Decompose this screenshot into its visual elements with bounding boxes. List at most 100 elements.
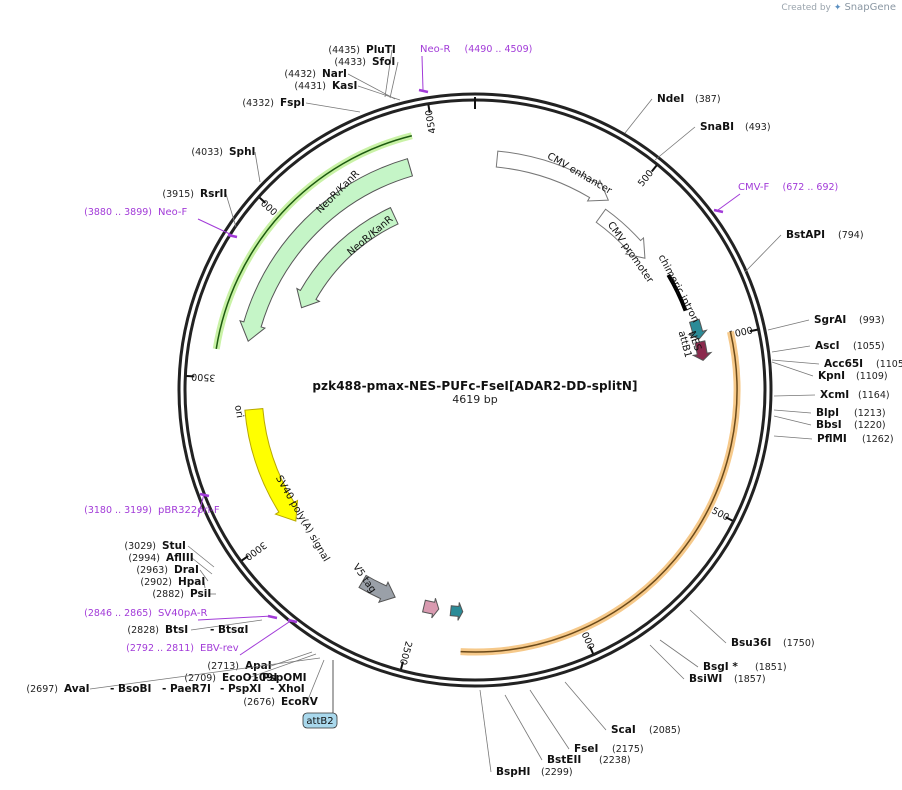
enzyme-position: (1164) (858, 390, 890, 401)
enzyme-name: BstEII (547, 754, 581, 766)
tick-mark (725, 516, 734, 522)
enzyme-name: BsgI * (703, 661, 738, 673)
attb2-label: attB2 (306, 716, 333, 727)
enzyme-leader (771, 361, 814, 377)
tick-label: 2500 (397, 640, 414, 666)
feature-label: ori (232, 404, 245, 419)
backbone-outer (177, 92, 773, 688)
primer-range: (3880 .. 3899) (84, 207, 152, 218)
enzyme-site: - BtsαI (210, 624, 248, 636)
enzyme-name: SgrAI (814, 314, 846, 326)
enzyme-position: (2299) (541, 767, 573, 778)
enzyme-name: Acc65I (824, 358, 863, 370)
enzyme-position: (2828) (127, 625, 159, 636)
primer-name: Neo-R (420, 44, 451, 55)
enzyme-site: BsgI * (1851) (659, 639, 787, 673)
enzyme-name: - BsoBI (110, 683, 151, 695)
enzyme-name: AscI (815, 340, 840, 352)
enzyme-site: BstEII (2238) (504, 694, 631, 766)
enzyme-name: EcoO109I (222, 672, 277, 684)
enzyme-site: BtsI (2828) (127, 619, 263, 636)
enzyme-position: (2709) (184, 673, 216, 684)
enzyme-site: - PspXI (220, 683, 261, 695)
feature-sv40-poly-a-signal-arrow (358, 574, 396, 604)
enzyme-site: EcoO109I (2709) (184, 653, 317, 684)
enzyme-position: (4431) (294, 81, 326, 92)
primer-site: CMV-F(672 .. 692) (713, 182, 838, 214)
enzyme-site: BspHI (2299) (479, 689, 573, 778)
primer-name: CMV-F (738, 182, 769, 193)
credit-brand: SnapGene (844, 2, 896, 13)
enzyme-site: DraI (2963) (136, 564, 209, 582)
feature-nes-arrow (687, 318, 708, 340)
primer-site: Neo-R(4490 .. 4509) (418, 44, 532, 94)
primer-leader (197, 218, 233, 236)
enzyme-leader (654, 126, 696, 161)
enzyme-leader (247, 653, 317, 679)
enzyme-leader (504, 694, 543, 761)
neo-orf-line (215, 135, 413, 350)
enzyme-name: BsiWI (689, 673, 722, 685)
enzyme-leader (89, 657, 321, 690)
feature-cmv-enhancer-arrow (495, 150, 610, 202)
enzyme-name: BstAPI (786, 229, 825, 241)
enzyme-site: StuI(3029) (124, 540, 215, 568)
enzyme-site: NarI(4432) (284, 68, 396, 100)
enzyme-name: - PspXI (220, 683, 261, 695)
enzyme-leader (306, 659, 325, 703)
primer-leader (421, 55, 424, 91)
feature-ori-arrow (244, 408, 299, 522)
enzyme-site: HpaI(2902) (140, 576, 206, 589)
enzyme-name: BspHI (496, 766, 530, 778)
enzyme-leader (389, 61, 399, 99)
enzyme-name: SnaBI (700, 121, 734, 133)
primer-site: Neo-F (3880 .. 3899) (84, 207, 238, 239)
enzyme-leader (773, 435, 813, 440)
enzyme-position: (1213) (854, 408, 886, 419)
enzyme-site: SphI(4033) (191, 146, 261, 183)
enzyme-name: FspI (280, 97, 305, 109)
enzyme-site: RsrII(3915) (162, 188, 237, 228)
enzyme-site: PflMI(1262) (773, 433, 894, 445)
enzyme-name: XcmI (820, 389, 849, 401)
enzyme-site: EcoRV(2676) (243, 659, 325, 708)
enzyme-position: (4435) (328, 45, 360, 56)
primer-leader (239, 619, 293, 656)
feature-label: SV40 poly(A) signal (273, 474, 331, 564)
enzyme-position: (1851) (755, 662, 787, 673)
tick-mark (241, 555, 249, 562)
enzyme-name: BtsI (165, 624, 188, 636)
enzyme-leader (773, 394, 816, 397)
enzyme-position: (2238) (599, 755, 631, 766)
enzyme-position: (2963) (136, 565, 168, 576)
enzyme-site: SgrAI(993) (767, 314, 885, 331)
orf-layer (212, 132, 741, 656)
enzyme-name: FseI (574, 743, 598, 755)
feature-cmv-promoter-arrow (595, 208, 646, 259)
orf-line (460, 331, 738, 653)
enzyme-name: DraI (174, 564, 199, 576)
enzyme-leader (225, 193, 237, 228)
primer-name: Neo-F (158, 207, 188, 218)
attb2-box (302, 712, 338, 729)
enzyme-site: BstAPI(794) (744, 229, 864, 273)
enzyme-site: - XhoI (270, 683, 305, 695)
snapgene-credit: Created by ✦ SnapGene (781, 2, 896, 13)
primer-mark (227, 233, 238, 239)
tick-mark (399, 661, 404, 670)
enzyme-name: KpnI (818, 370, 845, 382)
enzyme-leader (744, 234, 782, 273)
enzyme-site: BsiWI(1857) (649, 644, 766, 685)
enzyme-site: XcmI (1164) (773, 389, 890, 401)
enzyme-leader (773, 409, 812, 414)
enzyme-site: FspI(4332) (242, 97, 361, 113)
enzyme-leader (767, 319, 810, 331)
plasmid-name: pzk488-pmax-NES-PUFc-FseI[ADAR2-DD-split… (312, 379, 638, 393)
primer-mark (267, 614, 278, 620)
primer-name: SV40pA-R (158, 608, 207, 619)
primer-site: pBR322ori-F(3180 .. 3199) (84, 492, 220, 518)
primer-leader (717, 193, 741, 211)
enzyme-position: (1220) (854, 420, 886, 431)
enzyme-name: BlpI (816, 407, 839, 419)
enzyme-name: AflIII (166, 552, 194, 564)
